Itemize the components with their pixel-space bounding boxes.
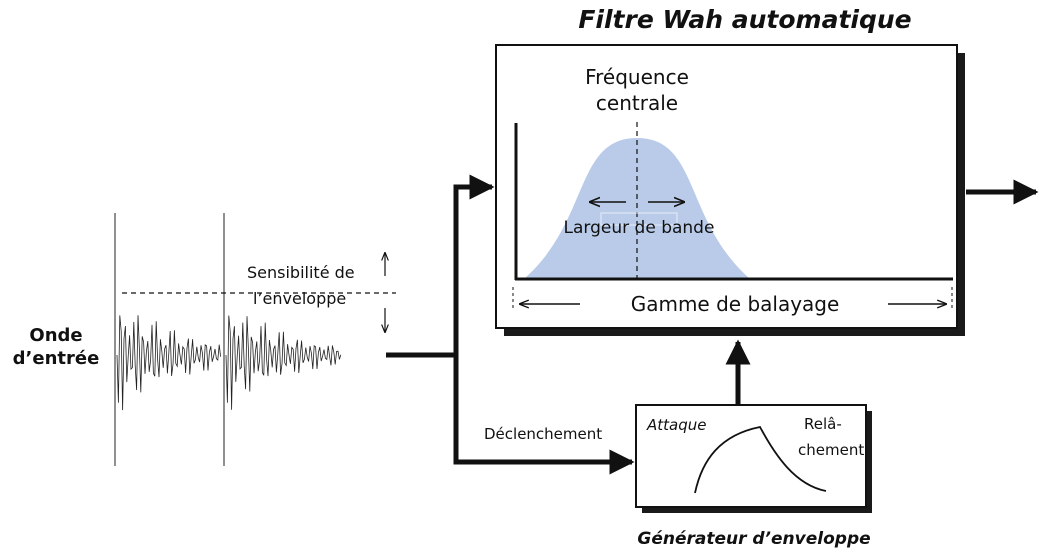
center-frequency-label-line1: Fréquence	[585, 65, 689, 89]
sensitivity-label-line2: l’enveloppe	[253, 289, 346, 308]
attack-label: Attaque	[646, 416, 706, 434]
trigger-label: Déclenchement	[484, 425, 602, 443]
sensitivity-label-line1: Sensibilité de	[247, 263, 355, 282]
envelope-generator-caption: Générateur d’enveloppe	[637, 529, 870, 549]
sweep-range-label: Gamme de balayage	[631, 292, 840, 316]
bandwidth-marker-box	[600, 212, 678, 226]
input-waveform	[114, 213, 342, 466]
center-frequency-label-line2: centrale	[596, 91, 678, 115]
signal-to-filter-line	[386, 174, 495, 358]
trigger-line	[453, 355, 635, 475]
input-label-line2: d’entrée	[13, 348, 100, 369]
release-label-line2: chement	[798, 441, 864, 459]
diagram-title: Filtre Wah automatique	[578, 5, 911, 34]
release-label-line1: Relâ-	[804, 415, 842, 433]
envelope-curve	[694, 425, 827, 494]
input-label-line1: Onde	[29, 325, 82, 346]
bandwidth-label: Largeur de bande	[564, 218, 715, 238]
